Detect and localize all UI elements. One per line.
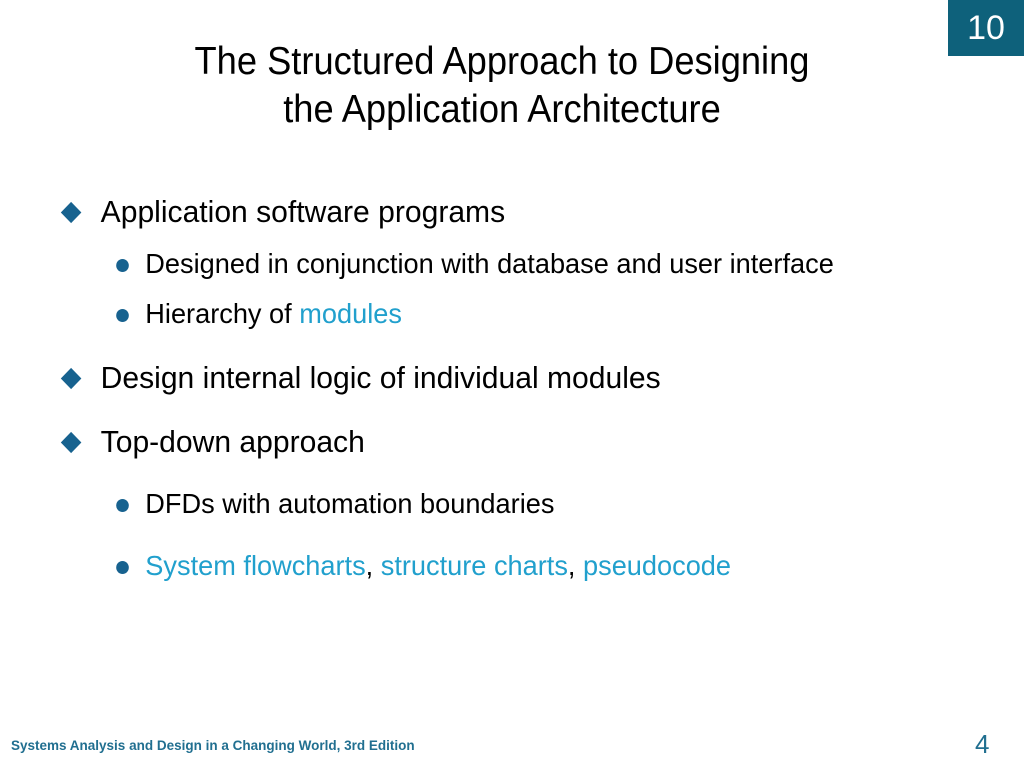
list-item: DFDs with automation boundaries: [58, 486, 960, 522]
list-item-label-accent-3: pseudocode: [583, 550, 732, 581]
page-title: The Structured Approach to Designing the…: [93, 38, 911, 134]
list-item-label-accent-1: System flowcharts: [145, 550, 366, 581]
diamond-bullet-icon: [60, 201, 82, 224]
list-item-label: Hierarchy of: [145, 298, 300, 329]
diamond-bullet-icon: [60, 367, 82, 390]
dot-bullet-icon: [116, 309, 129, 322]
footer-source-text: Systems Analysis and Design in a Changin…: [11, 738, 415, 753]
dot-bullet-icon: [116, 259, 129, 272]
list-item-label-accent: modules: [299, 298, 402, 329]
footer-page-number: 4: [975, 729, 990, 759]
diamond-bullet-icon: [60, 431, 82, 454]
list-item: Hierarchy of modules: [58, 296, 960, 332]
slide-number-badge: 10: [948, 0, 1024, 56]
list-item-separator-1: ,: [365, 550, 381, 581]
dot-bullet-icon: [116, 499, 129, 512]
page-title-line-1: The Structured Approach to Designing: [194, 40, 810, 83]
list-item: System flowcharts, structure charts, pse…: [58, 548, 960, 584]
list-item-label: Top-down approach: [100, 424, 365, 459]
bullet-list: Application software programs Designed i…: [58, 192, 988, 598]
list-item: Top-down approach: [58, 422, 960, 462]
list-item: Application software programs: [58, 192, 960, 232]
list-item-label: Design internal logic of individual modu…: [100, 360, 661, 395]
list-item-label: Application software programs: [100, 194, 506, 229]
dot-bullet-icon: [116, 561, 129, 574]
list-item-label-accent-2: structure charts: [380, 550, 568, 581]
list-item: Design internal logic of individual modu…: [58, 358, 960, 398]
list-item: Designed in conjunction with database an…: [58, 246, 960, 282]
list-item-separator-2: ,: [567, 550, 584, 581]
list-item-label: DFDs with automation boundaries: [145, 488, 555, 519]
page-title-line-2: the Application Architecture: [283, 88, 721, 131]
list-item-label: Designed in conjunction with database an…: [145, 248, 834, 279]
